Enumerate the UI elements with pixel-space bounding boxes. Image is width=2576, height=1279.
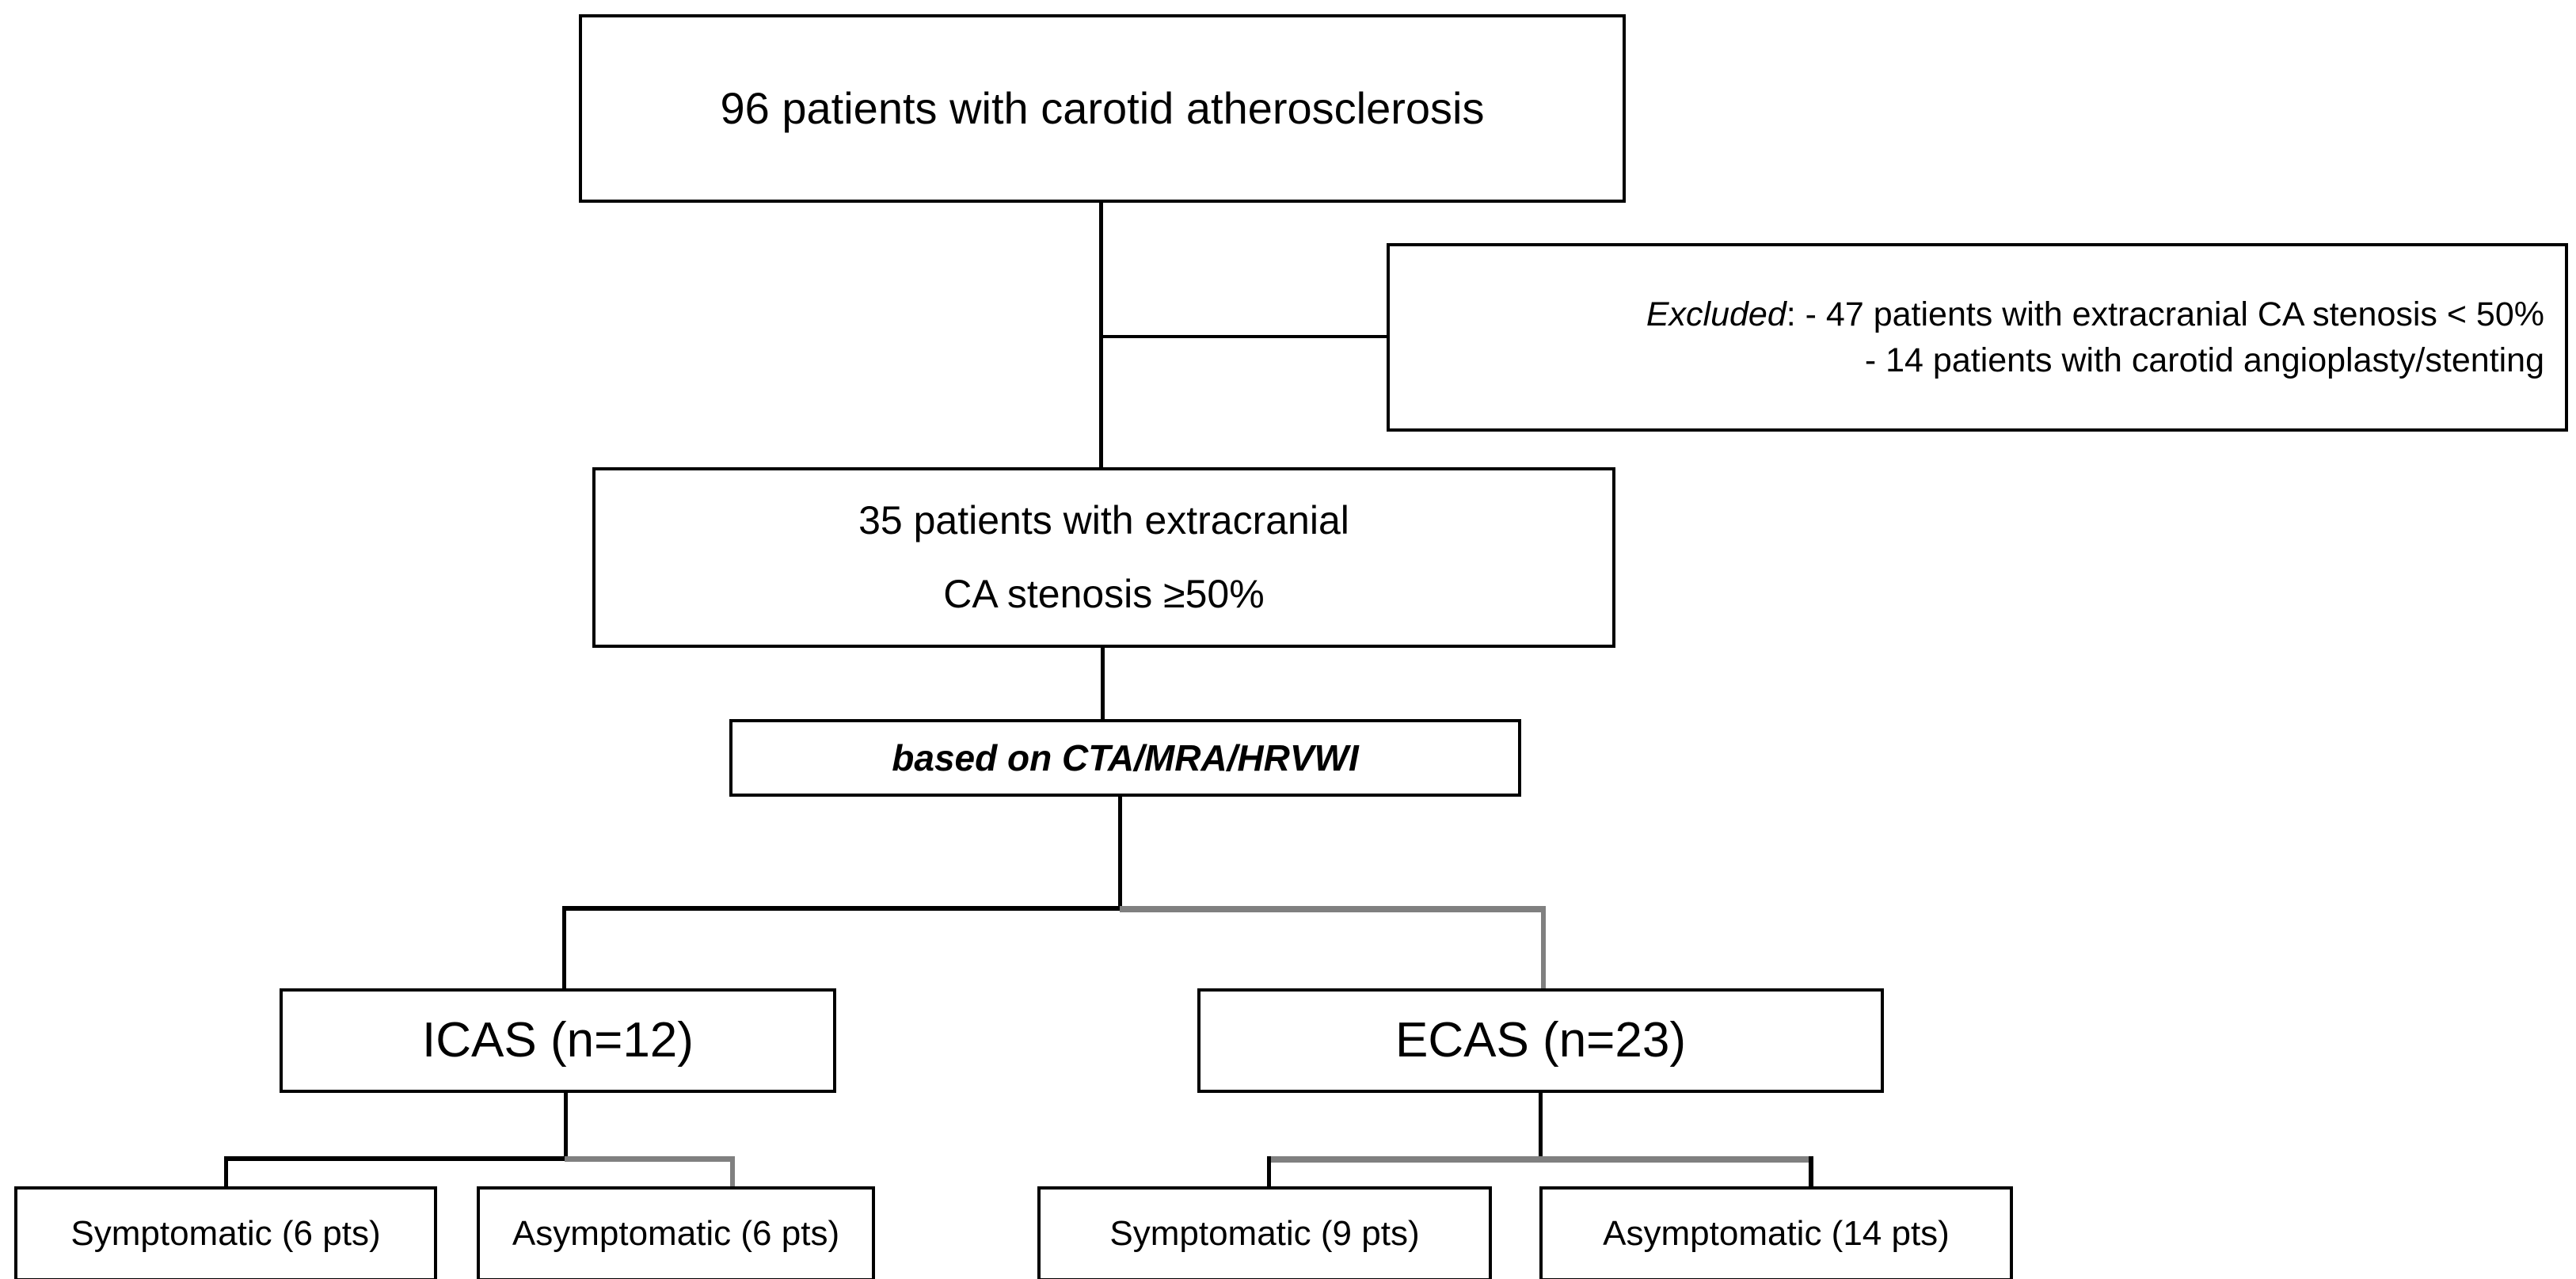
connector-included-to-criterion (1101, 646, 1105, 721)
node-included-line-1: 35 patients with extracranial (858, 497, 1349, 542)
node-included-patients: 35 patients with extracranial CA stenosi… (592, 467, 1615, 648)
connector-split-bar-left (562, 906, 1121, 911)
node-icas-group: ICAS (n=12) (280, 988, 836, 1093)
connector-icas-down-symptomatic (224, 1156, 228, 1190)
node-icas-asymptomatic-label: Asymptomatic (6 pts) (512, 1214, 840, 1254)
connector-ecas-bar (1267, 1156, 1813, 1163)
node-icas-label: ICAS (n=12) (422, 1013, 694, 1068)
node-ecas-symptomatic: Symptomatic (9 pts) (1037, 1186, 1492, 1279)
connector-ecas-stem (1539, 1091, 1543, 1159)
node-classification-criterion: based on CTA/MRA/HRVWI (729, 719, 1521, 797)
node-ecas-asymptomatic: Asymptomatic (14 pts) (1539, 1186, 2013, 1279)
node-excluded-reason-1-text: - 47 patients with extracranial CA steno… (1805, 295, 2544, 333)
node-ecas-asymptomatic-label: Asymptomatic (14 pts) (1603, 1214, 1950, 1254)
connector-to-excluded (1099, 335, 1388, 338)
node-included-line-2: CA stenosis ≥50% (943, 572, 1265, 616)
connector-ecas-down-asymptomatic (1809, 1156, 1813, 1190)
node-enrolled-label: 96 patients with carotid atherosclerosis (720, 83, 1485, 134)
node-ecas-symptomatic-label: Symptomatic (9 pts) (1109, 1214, 1420, 1254)
node-ecas-label: ECAS (n=23) (1395, 1013, 1686, 1068)
node-excluded-patients: Excluded: - 47 patients with extracrania… (1387, 243, 2568, 432)
connector-ecas-down-symptomatic (1267, 1156, 1271, 1190)
node-excluded-lead-suffix: : (1786, 295, 1796, 333)
node-excluded-lead: Excluded (1646, 295, 1786, 333)
connector-criterion-to-split (1118, 795, 1122, 910)
connector-split-down-icas (562, 906, 566, 992)
node-icas-asymptomatic: Asymptomatic (6 pts) (477, 1186, 875, 1279)
connector-split-down-ecas (1541, 906, 1546, 992)
node-icas-symptomatic-label: Symptomatic (6 pts) (70, 1214, 381, 1254)
connector-icas-down-asymptomatic (730, 1156, 735, 1190)
node-criterion-label: based on CTA/MRA/HRVWI (892, 737, 1359, 778)
connector-icas-stem (564, 1091, 568, 1159)
node-excluded-reason-2: - 14 patients with carotid angioplasty/s… (1864, 341, 2544, 379)
connector-icas-bar-left (224, 1156, 566, 1161)
connector-icas-bar-right (565, 1156, 734, 1162)
node-icas-symptomatic: Symptomatic (6 pts) (14, 1186, 437, 1279)
connector-split-bar-right (1120, 906, 1546, 912)
node-enrolled-patients: 96 patients with carotid atherosclerosis (579, 14, 1626, 203)
node-ecas-group: ECAS (n=23) (1197, 988, 1884, 1093)
node-excluded-reason-1: Excluded: - 47 patients with extracrania… (1646, 291, 2544, 337)
